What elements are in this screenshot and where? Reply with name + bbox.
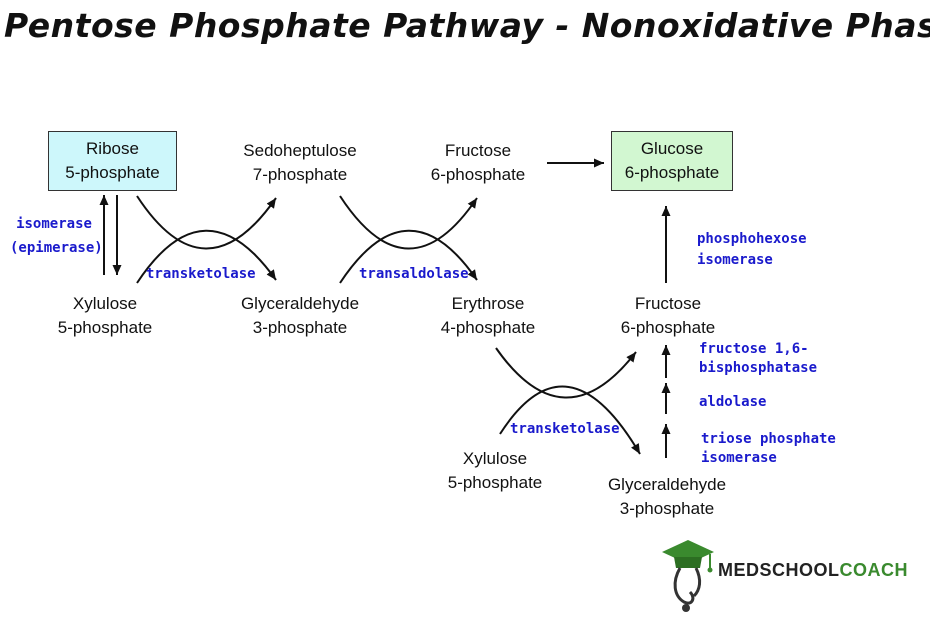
enzyme-line: bisphosphatase: [699, 360, 818, 376]
glyceraldehyde-3-phosphate-mid-node: Glyceraldehyde 3-phosphate: [225, 292, 375, 340]
page-title: Pentose Phosphate Pathway - Nonoxidative…: [4, 6, 930, 45]
enzyme-line: isomerase: [16, 216, 92, 232]
transketolase-2-curve-a: [495, 347, 637, 399]
node-line: 6-phosphate: [624, 163, 720, 182]
phosphohexose-isomerase-label: phosphohexose isomerase: [697, 229, 807, 271]
node-line: Glucose: [640, 139, 704, 158]
enzyme-line: transaldolase: [359, 266, 469, 282]
transketolase-2-label: transketolase: [510, 421, 620, 438]
logo-text-part2: COACH: [839, 560, 908, 580]
logo-text-part1: MEDSCHOOL: [718, 560, 840, 580]
node-line: Erythrose: [451, 294, 525, 313]
enzyme-line: transketolase: [146, 266, 256, 282]
enzyme-line: aldolase: [699, 394, 767, 410]
node-line: Glyceraldehyde: [240, 294, 360, 313]
node-line: 5-phosphate: [57, 318, 153, 337]
ribose-5-phosphate-node: Ribose 5-phosphate: [48, 131, 177, 191]
node-line: 6-phosphate: [620, 318, 716, 337]
node-line: Glyceraldehyde: [607, 475, 727, 494]
transketolase-1-curve-a: [136, 195, 277, 250]
node-line: 6-phosphate: [430, 165, 526, 184]
node-line: 7-phosphate: [252, 165, 348, 184]
node-line: 3-phosphate: [252, 318, 348, 337]
glyceraldehyde-3-phosphate-bottom-node: Glyceraldehyde 3-phosphate: [592, 473, 742, 521]
enzyme-line: isomerase: [697, 252, 773, 268]
fructose-bisphosphatase-label: fructose 1,6- bisphosphatase: [699, 340, 817, 378]
enzyme-line: fructose 1,6-: [699, 341, 809, 357]
xylulose-5-phosphate-bottom-node: Xylulose 5-phosphate: [435, 447, 555, 495]
aldolase-label: aldolase: [699, 394, 766, 411]
node-line: Xylulose: [72, 294, 138, 313]
transaldolase-curve-b: [339, 229, 478, 284]
transketolase-1-label: transketolase: [146, 266, 256, 283]
node-line: 5-phosphate: [447, 473, 543, 492]
enzyme-line: transketolase: [510, 421, 620, 437]
node-line: Fructose: [634, 294, 702, 313]
node-line: 3-phosphate: [619, 499, 715, 518]
isomerase-label: isomerase (epimerase): [10, 212, 103, 260]
enzyme-line: (epimerase): [10, 240, 103, 256]
node-line: 4-phosphate: [440, 318, 536, 337]
transaldolase-label: transaldolase: [359, 266, 469, 283]
enzyme-line: triose phosphate: [701, 431, 836, 447]
node-line: Fructose: [444, 141, 512, 160]
enzyme-line: phosphohexose: [697, 231, 807, 247]
enzyme-line: isomerase: [701, 450, 777, 466]
triose-phosphate-isomerase-label: triose phosphate isomerase: [701, 430, 836, 468]
node-line: 5-phosphate: [65, 163, 160, 182]
node-line: Ribose: [86, 139, 139, 158]
glucose-6-phosphate-node: Glucose 6-phosphate: [611, 131, 733, 191]
fructose-6-phosphate-top-node: Fructose 6-phosphate: [418, 139, 538, 187]
graduation-cap-stethoscope-icon: [662, 540, 714, 612]
transketolase-2-curve-b: [499, 385, 641, 455]
xylulose-5-phosphate-left-node: Xylulose 5-phosphate: [45, 292, 165, 340]
transaldolase-curve-a: [339, 195, 478, 250]
medschoolcoach-logo: MEDSCHOOLCOACH: [718, 560, 908, 581]
node-line: Xylulose: [462, 449, 528, 468]
sedoheptulose-7-phosphate-node: Sedoheptulose 7-phosphate: [225, 139, 375, 187]
erythrose-4-phosphate-node: Erythrose 4-phosphate: [428, 292, 548, 340]
fructose-6-phosphate-right-node: Fructose 6-phosphate: [608, 292, 728, 340]
node-line: Sedoheptulose: [243, 141, 357, 160]
transketolase-1-curve-b: [136, 229, 277, 284]
